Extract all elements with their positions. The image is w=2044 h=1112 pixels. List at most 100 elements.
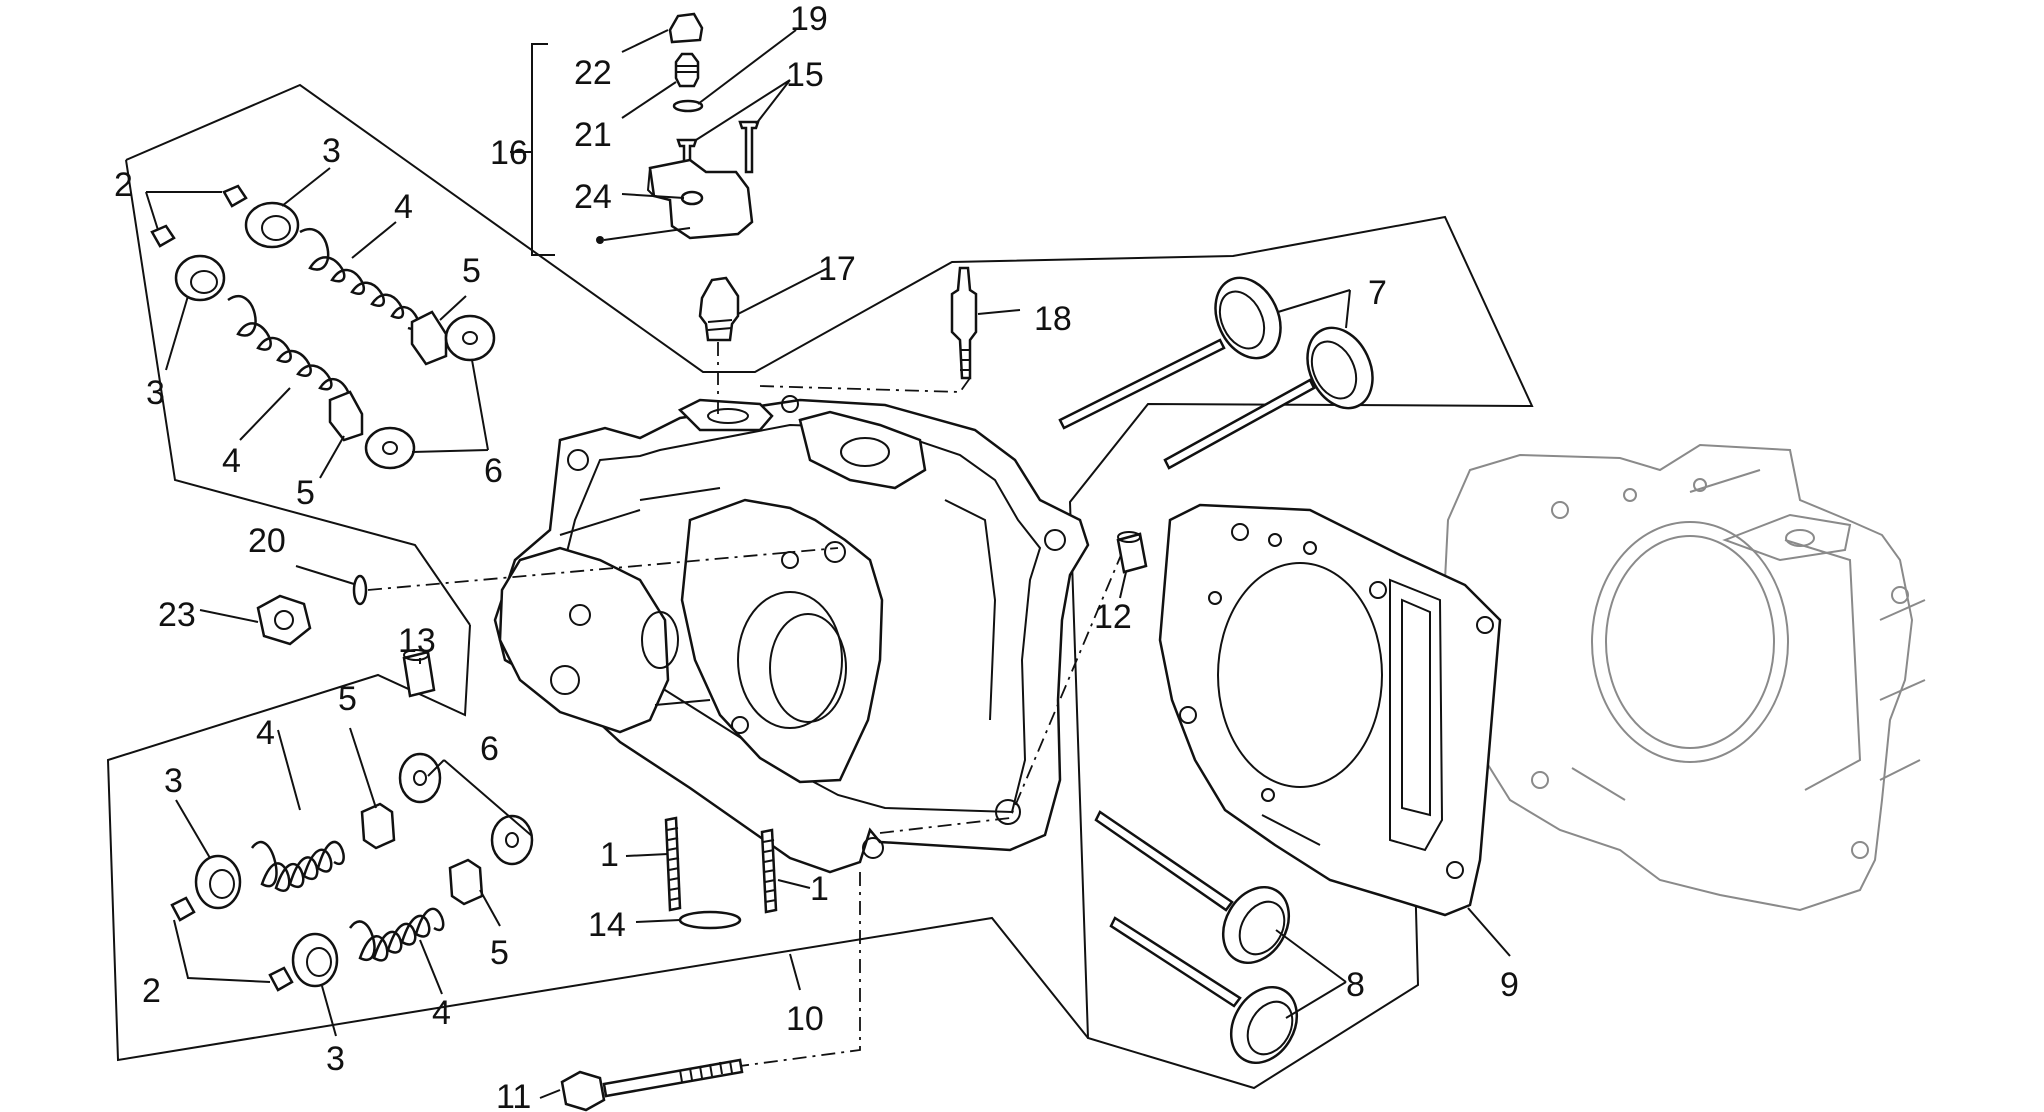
callout-3: 3 xyxy=(164,762,183,800)
cylinder-stud-hole-5 xyxy=(1623,488,1637,502)
callout-16: 16 xyxy=(490,134,528,172)
callout-12: 12 xyxy=(1094,598,1132,636)
callout-5: 5 xyxy=(296,474,315,512)
leader-4-bottom xyxy=(419,939,443,995)
head-gasket-oil-slot xyxy=(1261,814,1321,846)
lower-left-valve-train xyxy=(170,752,534,992)
head-gasket-hole-9 xyxy=(1261,788,1275,802)
leader-6-lower xyxy=(427,759,533,837)
leader-4-top xyxy=(351,221,397,259)
valve-seal-upper xyxy=(410,310,448,366)
group-outlines xyxy=(106,43,1534,1090)
valve-8-lower-face xyxy=(1246,1000,1294,1056)
callout-17: 17 xyxy=(818,250,856,288)
cylinder-head-hole-5 xyxy=(781,551,799,569)
lower-valve-group-outline xyxy=(106,624,1089,1062)
valve-8-lower-head xyxy=(1229,986,1299,1064)
callout-3: 3 xyxy=(146,374,165,412)
spring-retainer-lower-left-1-inner xyxy=(209,869,235,899)
collet-upper xyxy=(222,184,248,208)
collet-lower xyxy=(150,224,176,248)
spring-seat-lower-left-2 xyxy=(490,814,534,866)
bolt-11-head xyxy=(560,1070,606,1112)
callout-2: 2 xyxy=(142,972,161,1010)
callout-9: 9 xyxy=(1500,966,1519,1004)
cylinder-head-hole-2 xyxy=(569,604,591,626)
bleed-screw-17 xyxy=(698,276,740,342)
valve-seal-lower-left-1 xyxy=(360,802,396,850)
thermostat-housing-spout xyxy=(646,167,655,197)
callout-1: 1 xyxy=(600,836,619,874)
spring-retainer-upper-inner xyxy=(261,215,291,241)
cylinder-head-exhaust-flange xyxy=(798,410,927,490)
leader-3-bottom xyxy=(321,985,337,1037)
callout-5: 5 xyxy=(462,252,481,290)
leader-4-lower xyxy=(277,729,301,811)
cap-22 xyxy=(668,12,704,44)
spring-retainer-lower-inner xyxy=(190,270,218,294)
valve-7-lower-stem xyxy=(1163,378,1316,470)
upper-left-valve-train xyxy=(150,184,496,470)
spring-seat-lower-left-2-hole xyxy=(505,832,519,848)
cylinder-ghost xyxy=(1443,443,1926,912)
callout-8: 8 xyxy=(1346,966,1365,1004)
leader-8 xyxy=(1275,929,1347,1019)
cylinder-head-port-block xyxy=(680,498,884,784)
callout-4: 4 xyxy=(256,714,275,752)
valve-spring-lower-left-1 xyxy=(250,840,345,892)
callout-3: 3 xyxy=(322,132,341,170)
spring-seat-lower-left-1-hole xyxy=(413,770,427,786)
dowel-12-top xyxy=(1117,531,1141,543)
cylinder-head-intake-port xyxy=(737,591,843,729)
o-ring-20 xyxy=(352,574,368,606)
cylinder-stud-hole-1 xyxy=(1551,501,1569,519)
o-ring-14 xyxy=(678,910,742,930)
leader-14 xyxy=(635,919,681,923)
collet-lower-left-1 xyxy=(170,896,196,922)
leader-17 xyxy=(737,267,829,315)
spring-seat-lower xyxy=(364,426,416,470)
assembly-line-12 xyxy=(879,547,1125,834)
valve-21 xyxy=(674,52,700,88)
leader-6-top xyxy=(411,359,489,453)
leader-1-left xyxy=(625,853,669,857)
cylinder-port-hole xyxy=(1785,529,1815,547)
stud-1-left-thread xyxy=(666,827,681,901)
o-ring-19 xyxy=(672,99,704,113)
assembly-line-18 xyxy=(759,377,971,393)
leader-5-left xyxy=(319,435,345,479)
valve-21-rings xyxy=(676,65,698,73)
leader-2-top xyxy=(145,191,222,231)
cylinder-head-hole-7 xyxy=(1044,529,1066,551)
cylinder-head-exhaust-flange-hole xyxy=(840,437,890,467)
leader-9 xyxy=(1467,907,1511,957)
sensor-18-thread xyxy=(960,349,970,371)
bolt-11-shank xyxy=(602,1058,744,1098)
callout-3: 3 xyxy=(326,1040,345,1078)
leader-18 xyxy=(977,309,1021,315)
leader-2-lower xyxy=(173,919,271,983)
head-gasket-chain-slot-inner xyxy=(1401,598,1431,817)
cylinder-fins xyxy=(1689,469,1926,791)
cylinder-head-top-boss xyxy=(677,398,774,432)
nut-23 xyxy=(256,594,312,646)
leader-24 xyxy=(621,193,685,199)
leader-15 xyxy=(695,79,791,141)
cylinder-head-hole-4 xyxy=(731,716,749,734)
leader-dot-marker xyxy=(596,236,604,244)
spring-seat-upper-hole xyxy=(462,331,478,345)
valve-8-upper-face xyxy=(1238,900,1286,956)
callout-1: 1 xyxy=(810,870,829,908)
callout-14: 14 xyxy=(588,906,626,944)
callout-13: 13 xyxy=(398,622,436,660)
head-gasket-chain-slot xyxy=(1389,578,1444,852)
dowel-13 xyxy=(402,650,436,698)
head-gasket-plate xyxy=(1158,503,1502,917)
valve-8-lower-stem xyxy=(1109,916,1242,1008)
top-parts xyxy=(646,12,978,380)
leader-7 xyxy=(1277,289,1351,329)
cylinder-bore-inner xyxy=(1605,535,1775,749)
callout-18: 18 xyxy=(1034,300,1072,338)
callout-24: 24 xyxy=(574,178,612,216)
stud-1-right-thread xyxy=(762,839,777,903)
